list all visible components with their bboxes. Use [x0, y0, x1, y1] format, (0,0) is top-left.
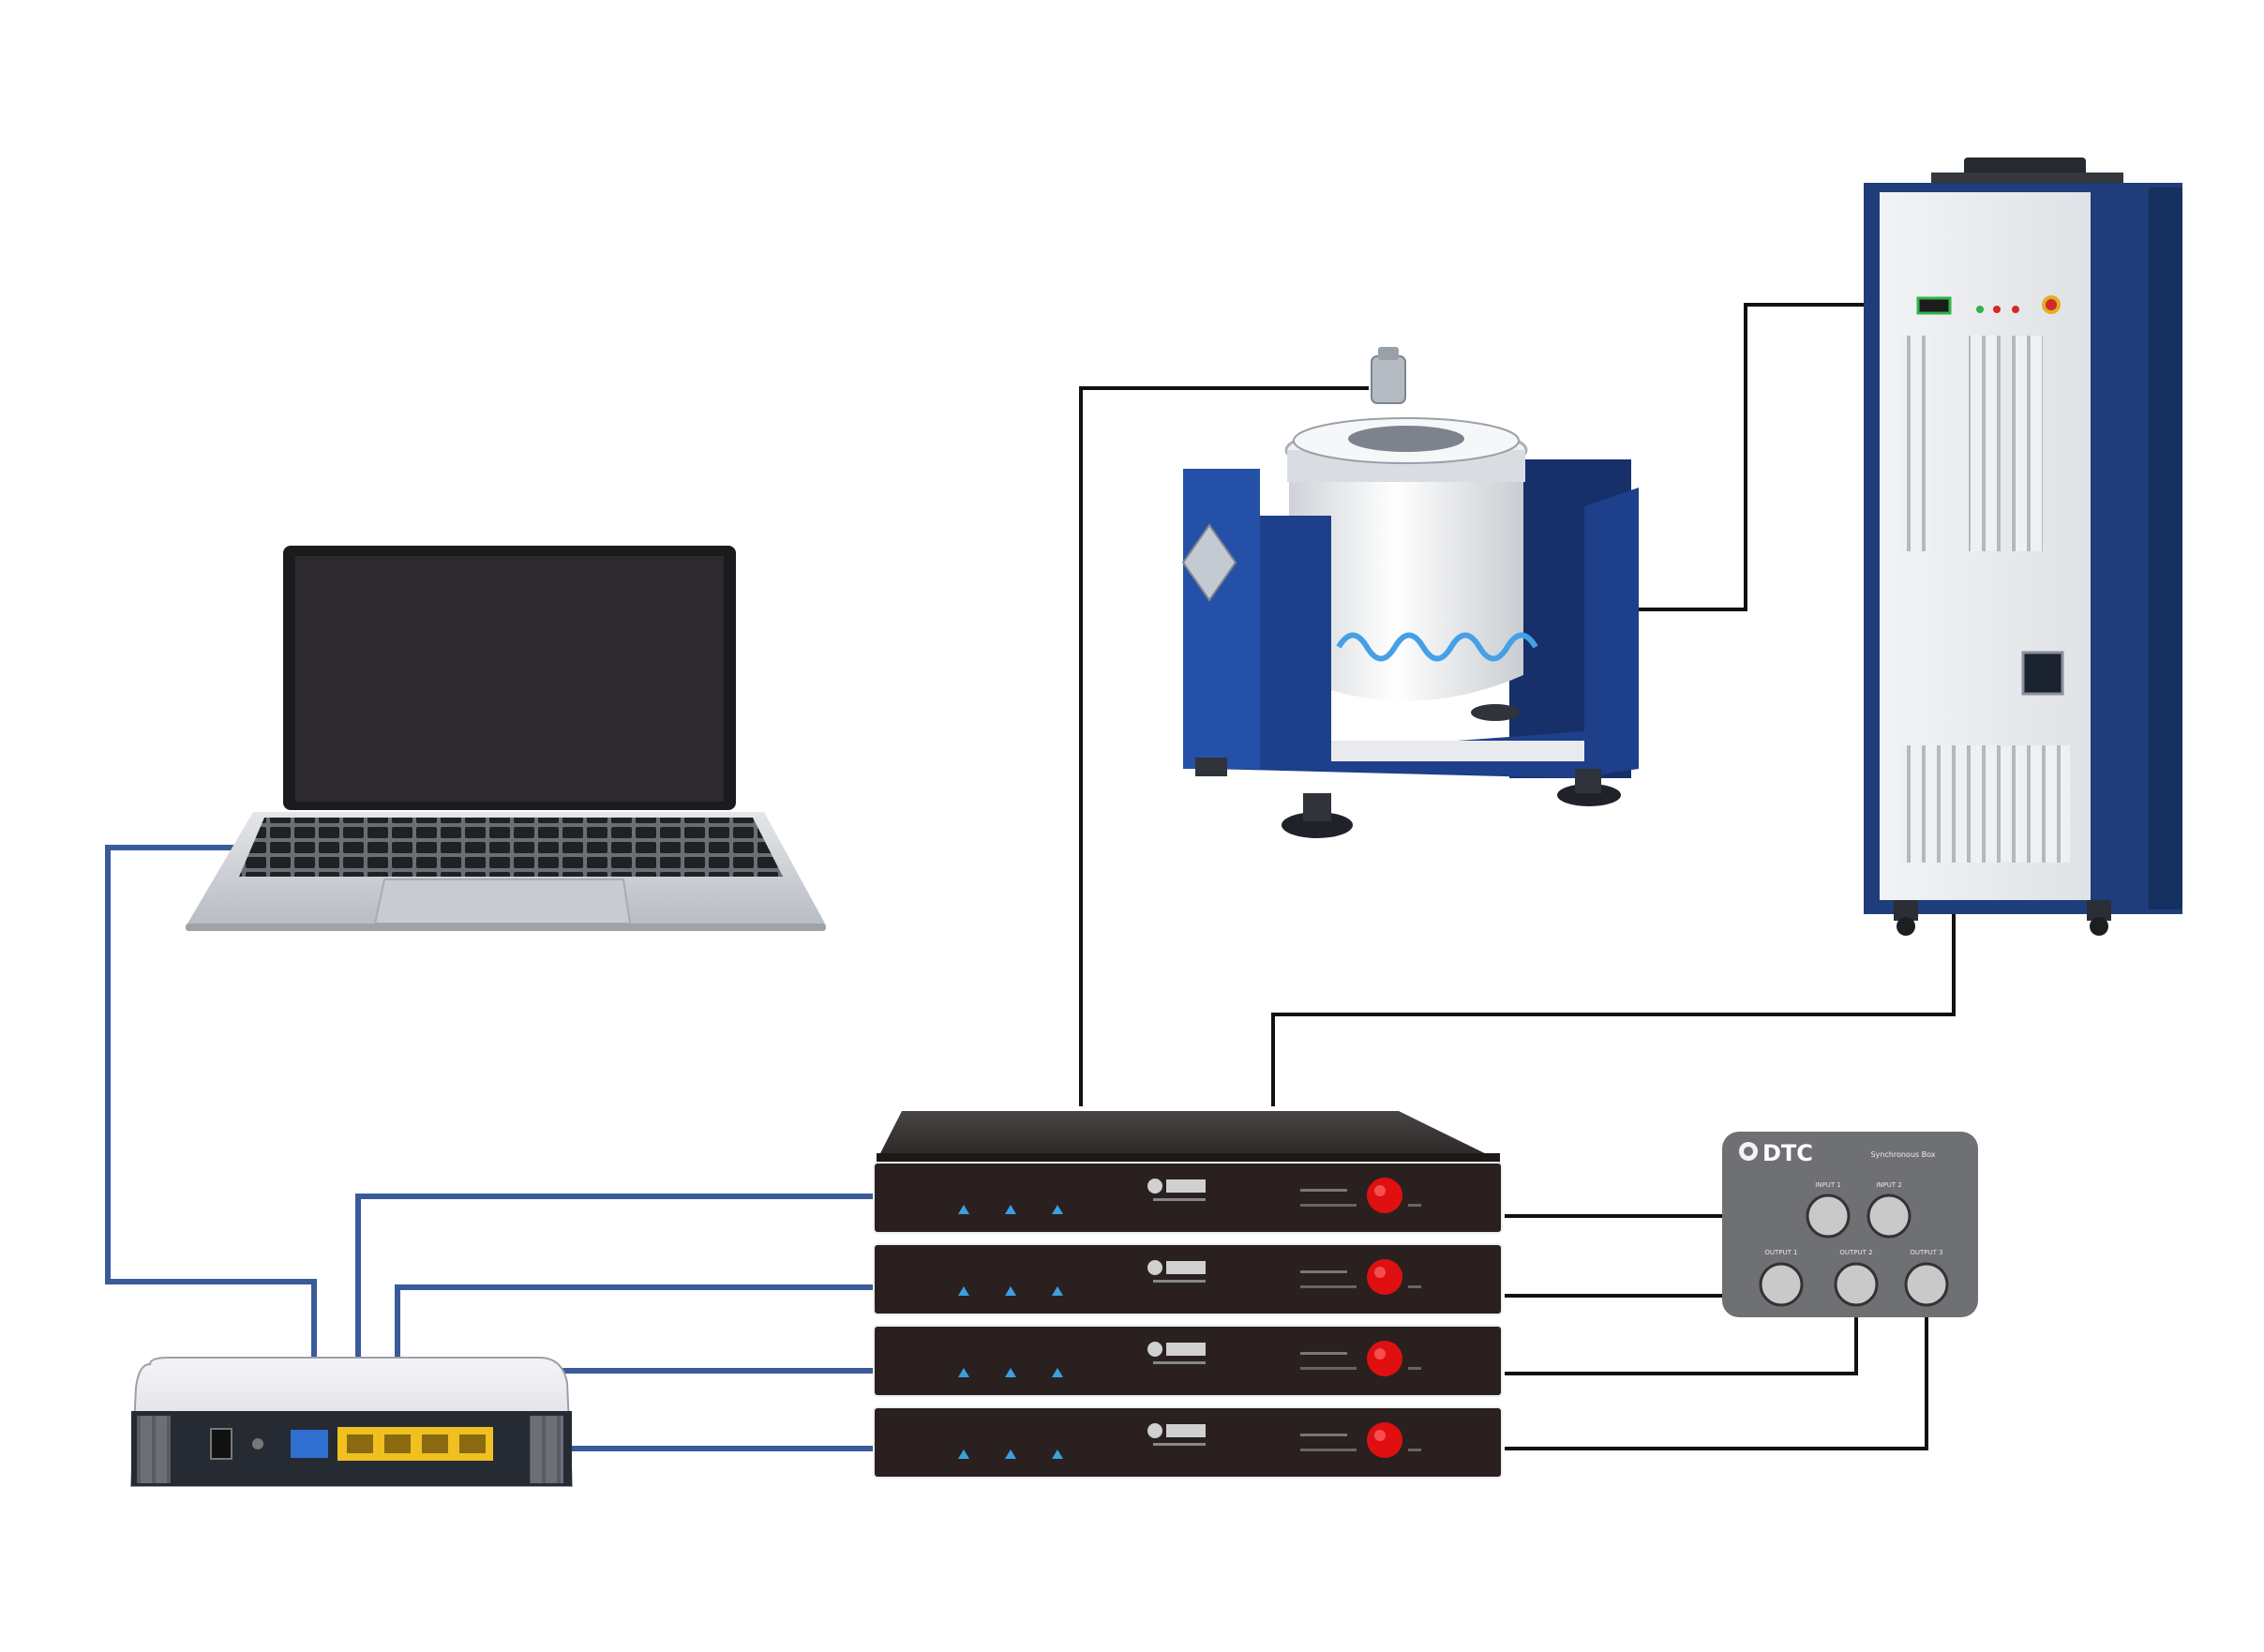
controller-logo-icon	[1147, 1260, 1206, 1283]
controller-led-icon	[1005, 1205, 1016, 1214]
amplifier-connector-port	[1916, 296, 1952, 315]
power-amplifier-cabinet-icon	[1864, 158, 2182, 936]
controller-led-icon	[1005, 1286, 1016, 1296]
sync-output-2-label: OUTPUT 2	[1839, 1249, 1872, 1256]
sync-box-input-1: INPUT 1	[1806, 1181, 1851, 1239]
sync-box-brand-text: DTC	[1762, 1140, 1813, 1166]
sync-input-2-label: INPUT 2	[1876, 1181, 1902, 1189]
sync-input-2-connector	[1867, 1194, 1912, 1239]
sync-box-output-2: OUTPUT 2	[1834, 1249, 1879, 1307]
controller-stack-lid	[877, 1111, 1500, 1161]
cable-controller-to-shaker-sensor	[1079, 386, 1369, 1106]
controller-logo-icon	[1147, 1342, 1206, 1364]
controller-stack	[873, 1111, 1503, 1479]
controller-power-button	[1367, 1422, 1402, 1458]
router-wan-port	[291, 1430, 328, 1458]
cable-controller-4-to-sync-output-3	[1505, 1284, 1928, 1450]
cable-shaker-to-amplifier	[1639, 303, 1917, 611]
controller-logo-icon	[1147, 1423, 1206, 1446]
controller-led-icon	[1005, 1368, 1016, 1377]
sync-output-2-connector	[1834, 1262, 1879, 1307]
cable-laptop-to-router	[105, 845, 317, 1444]
router-power-switch	[210, 1428, 232, 1460]
sync-box-input-2: INPUT 2	[1867, 1181, 1912, 1239]
sync-output-3-label: OUTPUT 3	[1910, 1249, 1942, 1256]
controller-led-icon	[958, 1449, 969, 1459]
controller-led-icon	[958, 1286, 969, 1296]
sync-box-output-3: OUTPUT 3	[1904, 1249, 1949, 1307]
controller-led-icon	[958, 1368, 969, 1377]
sync-input-1-connector	[1806, 1194, 1851, 1239]
controller-led-icon	[1005, 1449, 1016, 1459]
accelerometer-sensor	[1371, 355, 1406, 404]
vibration-shaker-icon	[1181, 347, 1639, 838]
synchronization-box-icon: DTC Synchronous Box INPUT 1 INPUT 2 OUTP…	[1722, 1132, 1978, 1317]
controller-power-button	[1367, 1341, 1402, 1376]
controller-led-icon	[1052, 1368, 1063, 1377]
controller-led-icon	[1052, 1286, 1063, 1296]
sync-output-3-connector	[1904, 1262, 1949, 1307]
sync-input-1-label: INPUT 1	[1815, 1181, 1841, 1189]
sync-output-1-connector	[1759, 1262, 1804, 1307]
vibration-controller-1	[873, 1162, 1503, 1234]
controller-led-icon	[958, 1205, 969, 1214]
controller-led-icon	[1052, 1449, 1063, 1459]
sync-box-output-1: OUTPUT 1	[1759, 1249, 1804, 1307]
amplifier-display	[2021, 651, 2064, 696]
vibration-controller-2	[873, 1243, 1503, 1315]
amplifier-indicator-red-1	[1993, 306, 2001, 313]
controller-power-button	[1367, 1178, 1402, 1213]
sync-output-1-label: OUTPUT 1	[1764, 1249, 1797, 1256]
router-icon	[129, 1357, 574, 1487]
vibration-controller-3	[873, 1325, 1503, 1397]
vibration-controller-4	[873, 1406, 1503, 1479]
router-reset-button	[252, 1438, 263, 1449]
laptop-icon	[186, 546, 826, 931]
controller-led-icon	[1052, 1205, 1063, 1214]
amplifier-indicator-red-2	[2012, 306, 2019, 313]
sync-box-brand-logo: DTC	[1739, 1140, 1813, 1166]
sync-box-title: Synchronous Box	[1871, 1150, 1936, 1159]
controller-logo-icon	[1147, 1179, 1206, 1201]
controller-power-button	[1367, 1259, 1402, 1295]
amplifier-indicator-green	[1976, 306, 1984, 313]
